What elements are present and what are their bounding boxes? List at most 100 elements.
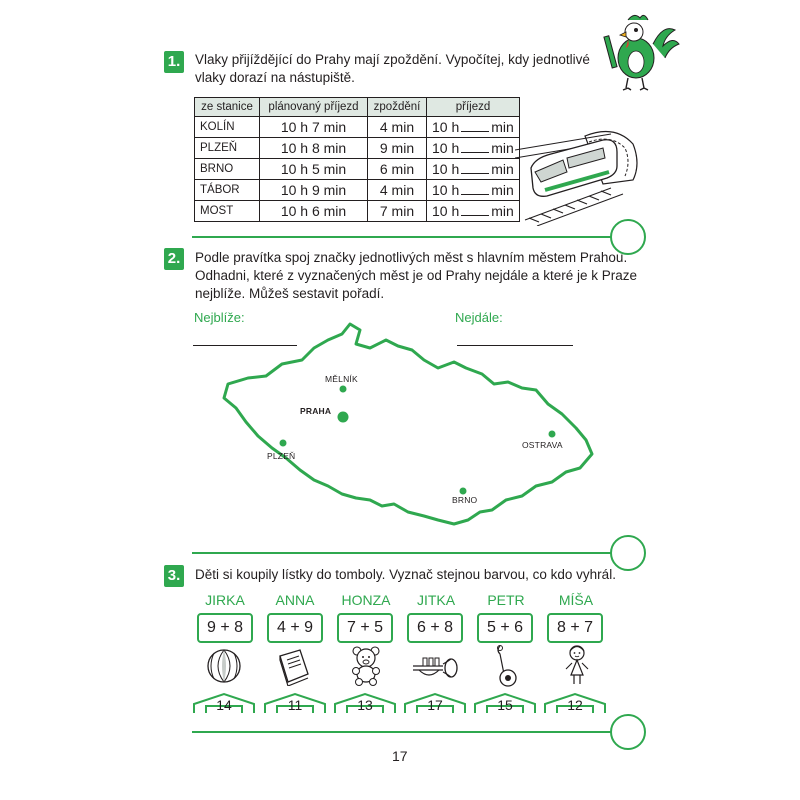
doll-icon bbox=[565, 645, 589, 684]
page-number: 17 bbox=[392, 748, 408, 764]
header-delay: zpoždění bbox=[367, 97, 427, 117]
planned-cell: 10 h 6 min bbox=[259, 200, 368, 222]
prize-number-tag[interactable]: 11 bbox=[263, 692, 327, 714]
delay-cell: 9 min bbox=[367, 137, 427, 159]
arrival-minutes-unit: min bbox=[491, 203, 514, 219]
task-1-number: 1. bbox=[164, 51, 184, 73]
house-arrow-shape bbox=[264, 692, 326, 713]
arrival-hours: 10 h bbox=[432, 182, 460, 198]
arrival-hours: 10 h bbox=[432, 203, 460, 219]
arrival-hours: 10 h bbox=[432, 161, 460, 177]
table-row: PLZEŇ 10 h 8 min 9 min 10 h min bbox=[194, 137, 520, 159]
train-delay-table: ze stanice plánovaný příjezd zpoždění př… bbox=[194, 97, 520, 222]
station-cell: MOST bbox=[194, 200, 260, 222]
ticket-expression-box[interactable]: 8 + 7 bbox=[547, 613, 603, 643]
child-name: JITKA bbox=[416, 592, 456, 608]
arrival-cell: 10 h min bbox=[426, 200, 520, 222]
arrival-answer-blank[interactable] bbox=[461, 203, 490, 216]
ticket-expression-box[interactable]: 9 + 8 bbox=[197, 613, 253, 643]
prize-number: 14 bbox=[216, 697, 232, 713]
plzen-marker[interactable] bbox=[279, 439, 287, 447]
table-row: MOST 10 h 6 min 7 min 10 h min bbox=[194, 200, 520, 222]
prize-number-tag[interactable]: 13 bbox=[333, 692, 397, 714]
task-3-text: Děti si koupily lístky do tomboly. Vyzna… bbox=[195, 567, 616, 582]
task-2-text-line-1: Podle pravítka spoj značky jednotlivých … bbox=[195, 250, 628, 265]
ostrava-marker[interactable] bbox=[548, 430, 556, 438]
melnik-marker[interactable] bbox=[339, 385, 347, 393]
arrival-minutes-unit: min bbox=[491, 119, 514, 135]
farthest-answer-line[interactable] bbox=[457, 345, 573, 346]
task-2-text-line-2: Odhadni, které z vyznačených měst je od … bbox=[195, 268, 637, 283]
ball-icon bbox=[207, 649, 241, 683]
ticket-expression-box[interactable]: 5 + 6 bbox=[477, 613, 533, 643]
prize-number: 12 bbox=[567, 697, 583, 713]
task-2-number: 2. bbox=[164, 248, 184, 270]
nearest-answer-line[interactable] bbox=[193, 345, 297, 346]
ticket-expression-box[interactable]: 7 + 5 bbox=[337, 613, 393, 643]
station-cell: TÁBOR bbox=[194, 179, 260, 201]
task-2-text: Podle pravítka spoj značky jednotlivých … bbox=[195, 249, 637, 303]
trumpet-icon bbox=[413, 657, 458, 678]
arrival-hours: 10 h bbox=[432, 140, 460, 156]
prize-number: 15 bbox=[497, 697, 513, 713]
child-name: PETR bbox=[487, 592, 525, 608]
planned-cell: 10 h 7 min bbox=[259, 116, 368, 138]
child-name: MÍŠA bbox=[558, 592, 594, 608]
arrival-cell: 10 h min bbox=[426, 179, 520, 201]
prize-number: 13 bbox=[357, 697, 373, 713]
praha-marker[interactable] bbox=[337, 411, 349, 423]
farthest-label: Nejdále: bbox=[455, 310, 503, 325]
section-divider-circle bbox=[610, 535, 646, 571]
section-divider bbox=[192, 552, 612, 554]
arrival-answer-blank[interactable] bbox=[461, 161, 490, 174]
arrival-minutes-unit: min bbox=[491, 182, 514, 198]
house-arrow-shape bbox=[404, 692, 466, 713]
section-divider-circle bbox=[610, 714, 646, 750]
arrival-cell: 10 h min bbox=[426, 116, 520, 138]
task-1-text: Vlaky přijíždějící do Prahy mají zpožděn… bbox=[195, 51, 590, 87]
arrival-minutes-unit: min bbox=[491, 140, 514, 156]
yoyo-icon bbox=[497, 645, 517, 687]
prize-number-tag[interactable]: 12 bbox=[543, 692, 607, 714]
arrival-answer-blank[interactable] bbox=[461, 140, 490, 153]
arrival-cell: 10 h min bbox=[426, 158, 520, 180]
ostrava-label: OSTRAVA bbox=[522, 440, 563, 450]
ticket-expression-box[interactable]: 6 + 8 bbox=[407, 613, 463, 643]
plzen-label: PLZEŇ bbox=[267, 451, 296, 461]
station-cell: PLZEŇ bbox=[194, 137, 260, 159]
task-1-text-line-2: vlaky dorazí na nástupiště. bbox=[195, 70, 355, 85]
table-row: KOLÍN 10 h 7 min 4 min 10 h min bbox=[194, 116, 520, 138]
prize-number-tag[interactable]: 14 bbox=[192, 692, 256, 714]
house-arrow-shape bbox=[334, 692, 396, 713]
delay-cell: 7 min bbox=[367, 200, 427, 222]
brno-marker[interactable] bbox=[459, 487, 467, 495]
delay-cell: 4 min bbox=[367, 116, 427, 138]
house-arrow-shape bbox=[474, 692, 536, 713]
czech-republic-map bbox=[222, 322, 594, 526]
station-cell: KOLÍN bbox=[194, 116, 260, 138]
brno-label: BRNO bbox=[452, 495, 478, 505]
ticket-expression-box[interactable]: 4 + 9 bbox=[267, 613, 323, 643]
section-divider bbox=[192, 236, 612, 238]
section-divider bbox=[192, 731, 612, 733]
table-row: TÁBOR 10 h 9 min 4 min 10 h min bbox=[194, 179, 520, 201]
praha-label: PRAHA bbox=[300, 406, 332, 416]
arrival-minutes-unit: min bbox=[491, 161, 514, 177]
house-arrow-shape bbox=[193, 692, 255, 713]
planned-cell: 10 h 8 min bbox=[259, 137, 368, 159]
delay-cell: 4 min bbox=[367, 179, 427, 201]
child-name: ANNA bbox=[275, 592, 315, 608]
delay-cell: 6 min bbox=[367, 158, 427, 180]
planned-cell: 10 h 9 min bbox=[259, 179, 368, 201]
arrival-hours: 10 h bbox=[432, 119, 460, 135]
arrival-answer-blank[interactable] bbox=[461, 182, 490, 195]
task-1-text-line-1: Vlaky přijíždějící do Prahy mají zpožděn… bbox=[195, 52, 590, 67]
arrival-answer-blank[interactable] bbox=[461, 119, 490, 132]
prize-number: 17 bbox=[427, 697, 443, 713]
prize-number-tag[interactable]: 15 bbox=[473, 692, 537, 714]
prize-number-tag[interactable]: 17 bbox=[403, 692, 467, 714]
melnik-label: MĚLNÍK bbox=[325, 374, 358, 384]
section-divider-circle bbox=[610, 219, 646, 255]
header-arrival: příjezd bbox=[426, 97, 520, 117]
